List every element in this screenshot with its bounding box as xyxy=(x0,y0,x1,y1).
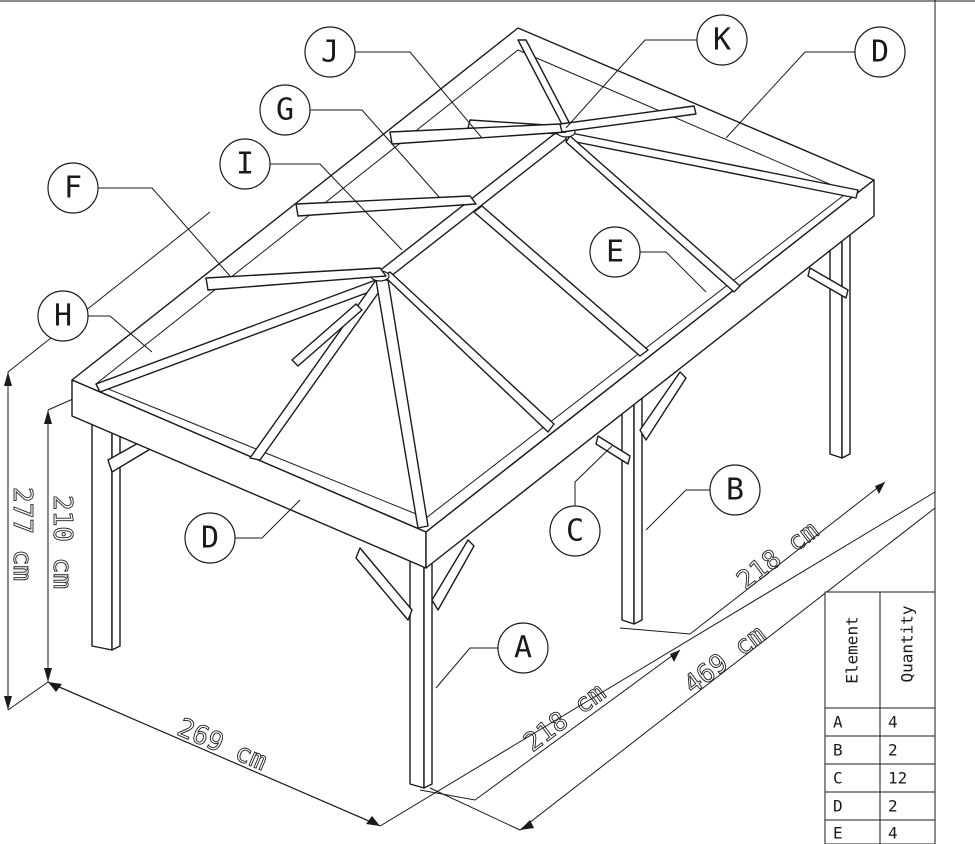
label-j: J xyxy=(321,35,339,70)
label-bubble-h xyxy=(37,290,89,342)
label-b: B xyxy=(726,473,744,508)
label-f: F xyxy=(64,171,82,206)
dim-total-height: 277 cm xyxy=(7,487,37,581)
label-bubble-a xyxy=(497,622,549,674)
table-cell-element: A xyxy=(833,713,843,732)
table-cell-quantity: 2 xyxy=(888,741,898,760)
label-e: E xyxy=(606,235,624,270)
label-bubble-d-bottom xyxy=(184,512,236,564)
label-d-bottom: D xyxy=(201,521,219,556)
leader-lines xyxy=(88,39,855,689)
dim-post-height: 210 cm xyxy=(47,495,77,589)
table-cell-element: E xyxy=(833,824,843,843)
dim-depth-back: 218 cm xyxy=(731,516,824,596)
label-bubble-b xyxy=(709,464,761,516)
label-bubbles: J K D G I F E H D B C A xyxy=(37,14,906,674)
label-h: H xyxy=(54,299,72,334)
label-bubble-d-top xyxy=(854,26,906,78)
table-cell-element: C xyxy=(833,769,843,788)
label-bubble-g xyxy=(259,84,311,136)
ground-dimensions xyxy=(4,211,936,831)
table-cell-quantity: 4 xyxy=(888,824,898,843)
table-cell-element: B xyxy=(833,741,843,760)
table-cell-quantity: 2 xyxy=(888,797,898,816)
table-cell-element: D xyxy=(833,797,843,816)
label-bubble-i xyxy=(219,138,271,190)
table-header-quantity: Quantity xyxy=(898,605,917,682)
label-k: K xyxy=(713,23,731,58)
label-a: A xyxy=(514,631,532,666)
table-cell-quantity: 4 xyxy=(888,713,898,732)
table-cell-quantity: 12 xyxy=(888,769,907,788)
label-bubble-e xyxy=(589,226,641,278)
dim-width: 269 cm xyxy=(173,713,271,777)
label-bubble-f xyxy=(47,162,99,214)
label-bubble-j xyxy=(304,26,356,78)
label-i: I xyxy=(236,147,254,182)
dim-depth-front: 218 cm xyxy=(518,678,611,758)
label-g: G xyxy=(276,93,294,128)
label-bubble-k xyxy=(696,14,748,66)
label-c: C xyxy=(566,514,584,549)
label-d-top: D xyxy=(871,35,889,70)
table-header-element: Element xyxy=(843,616,862,683)
parts-table: Element Quantity A 4 B 2 C 12 D 2 E 4 xyxy=(824,591,936,844)
label-bubble-c xyxy=(549,505,601,557)
